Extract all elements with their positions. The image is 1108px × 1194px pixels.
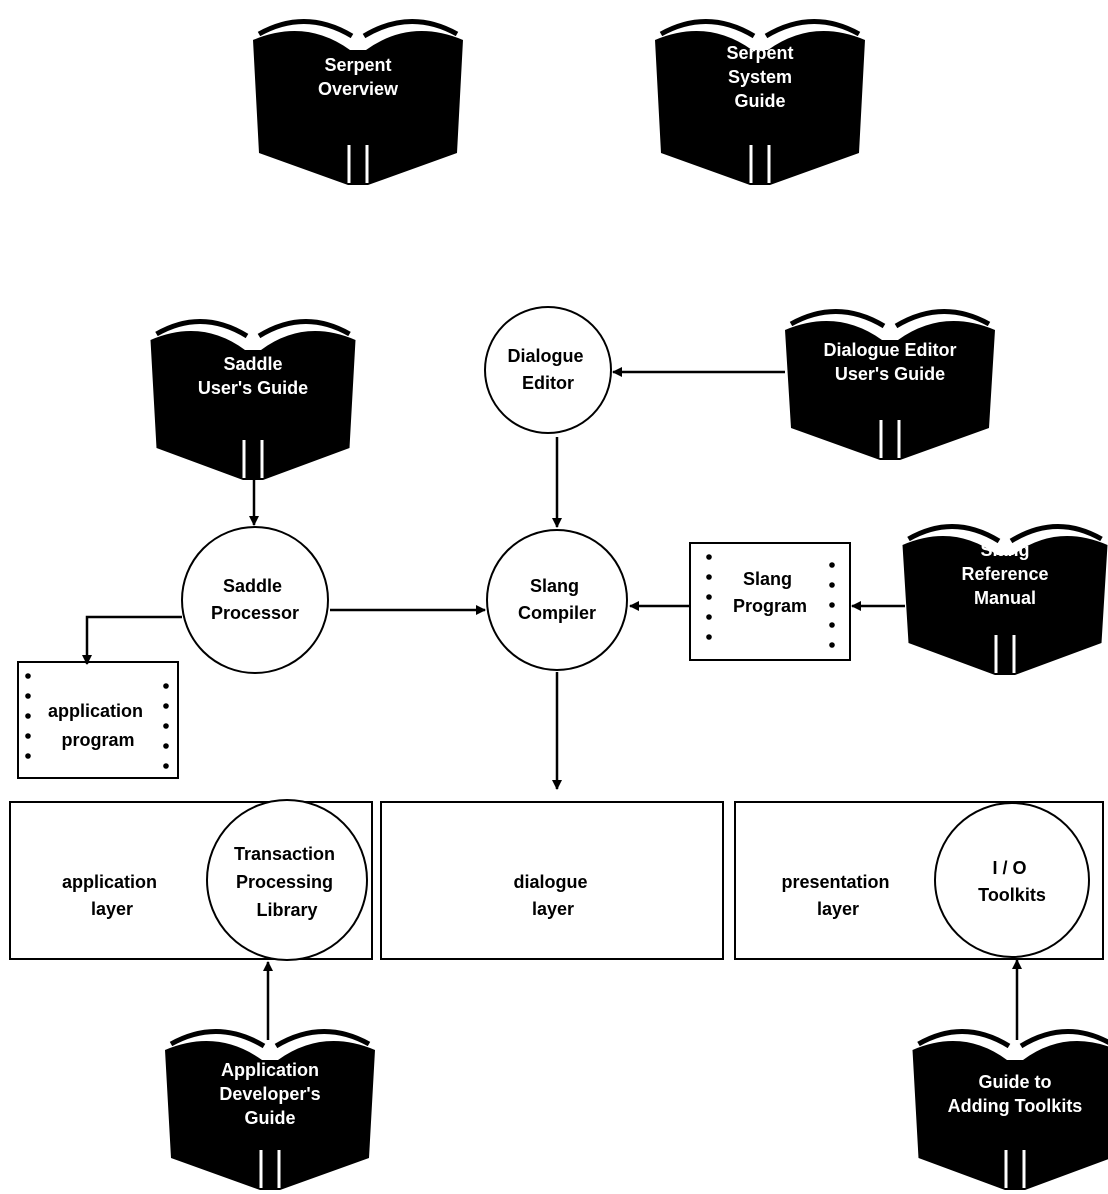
book-pages-icon — [169, 1029, 371, 1049]
book-title-line: Reference — [961, 564, 1048, 584]
book-title-line: Dialogue Editor — [823, 340, 956, 360]
book-spine-icon — [749, 145, 771, 183]
document-application-program: application program — [17, 661, 179, 779]
svg-text:application layer: application layer — [62, 872, 162, 919]
document-dots-right — [829, 562, 835, 648]
book-title: Guide to Adding Toolkits — [948, 1072, 1083, 1116]
book-title-line: Adding Toolkits — [948, 1096, 1083, 1116]
book-spine-icon — [259, 1150, 281, 1188]
svg-text:Dialogue Editor: Dialogue Editor — [507, 346, 588, 393]
book-title-line: User's Guide — [198, 378, 308, 398]
arrow-processor-to-app-program — [82, 615, 182, 665]
presentation-layer: presentation layer I / O Toolkits — [734, 801, 1104, 960]
book-title-line: Slang — [980, 540, 1029, 560]
svg-text:dialogue layer: dialogue layer — [513, 872, 592, 919]
book-cover-icon — [655, 31, 865, 186]
book-title-line: Manual — [974, 588, 1036, 608]
book-title-line: System — [728, 67, 792, 87]
book-pages-icon — [917, 1029, 1108, 1049]
book-spine-icon — [347, 145, 369, 183]
svg-text:Transaction Processing: Transaction Processing Library — [234, 844, 340, 920]
book-pages-icon — [257, 19, 459, 39]
process-slang-compiler: Slang Compiler — [486, 529, 628, 671]
book-pages-icon — [155, 319, 351, 339]
book-title-line: Overview — [318, 79, 399, 99]
dialogue-layer: dialogue layer — [380, 801, 724, 960]
book-title-line: Serpent — [324, 55, 391, 75]
book-spine-icon — [879, 420, 901, 458]
io-toolkits: I / O Toolkits — [934, 802, 1090, 958]
svg-text:presentation layer: presentation layer — [781, 872, 894, 919]
svg-text:I / O Toolkits: I / O Toolkits — [978, 858, 1046, 905]
book-pages-icon — [659, 19, 861, 39]
book-title-line: Serpent — [726, 43, 793, 63]
process-saddle-processor: Saddle Processor — [181, 526, 329, 674]
book-cover-icon — [902, 536, 1108, 675]
document-dots-left — [25, 673, 31, 759]
document-dots-left — [706, 554, 712, 640]
book-cover-icon — [165, 1041, 375, 1190]
book-pages-icon — [907, 524, 1103, 544]
svg-text:Slang Compiler: Slang Compiler — [518, 576, 596, 623]
book-title-line: User's Guide — [835, 364, 945, 384]
book-title-line: Guide — [734, 91, 785, 111]
book-spine-icon — [1004, 1150, 1026, 1188]
book-spine-icon — [994, 635, 1016, 673]
book-guide-to-adding-toolkits: Guide to Adding Toolkits — [912, 1029, 1108, 1190]
book-cover-icon — [253, 31, 463, 186]
svg-text:Saddle Processor: Saddle Processor — [211, 576, 299, 623]
book-pages-icon — [789, 309, 991, 329]
arrows — [82, 367, 1022, 1040]
process-dialogue-editor: Dialogue Editor — [484, 306, 612, 434]
book-title-line: Guide — [244, 1108, 295, 1128]
book-cover-icon — [150, 331, 356, 480]
document-slang-program: Slang Program — [689, 542, 851, 661]
book-title-line: Guide to — [979, 1072, 1052, 1092]
book-spine-icon — [242, 440, 264, 478]
svg-text:Slang Program: Slang Program — [733, 569, 807, 616]
svg-text:application program: application program — [48, 701, 148, 750]
book-cover-icon — [912, 1041, 1108, 1190]
book-cover-icon — [785, 321, 995, 460]
book-title-line: Developer's — [219, 1084, 320, 1104]
application-layer: application layer Transaction Processing… — [9, 799, 373, 961]
transaction-processing-library: Transaction Processing Library — [206, 799, 368, 961]
document-dots-right — [163, 683, 169, 769]
book-title-line: Application — [221, 1060, 319, 1080]
book-title-line: Saddle — [223, 354, 282, 374]
